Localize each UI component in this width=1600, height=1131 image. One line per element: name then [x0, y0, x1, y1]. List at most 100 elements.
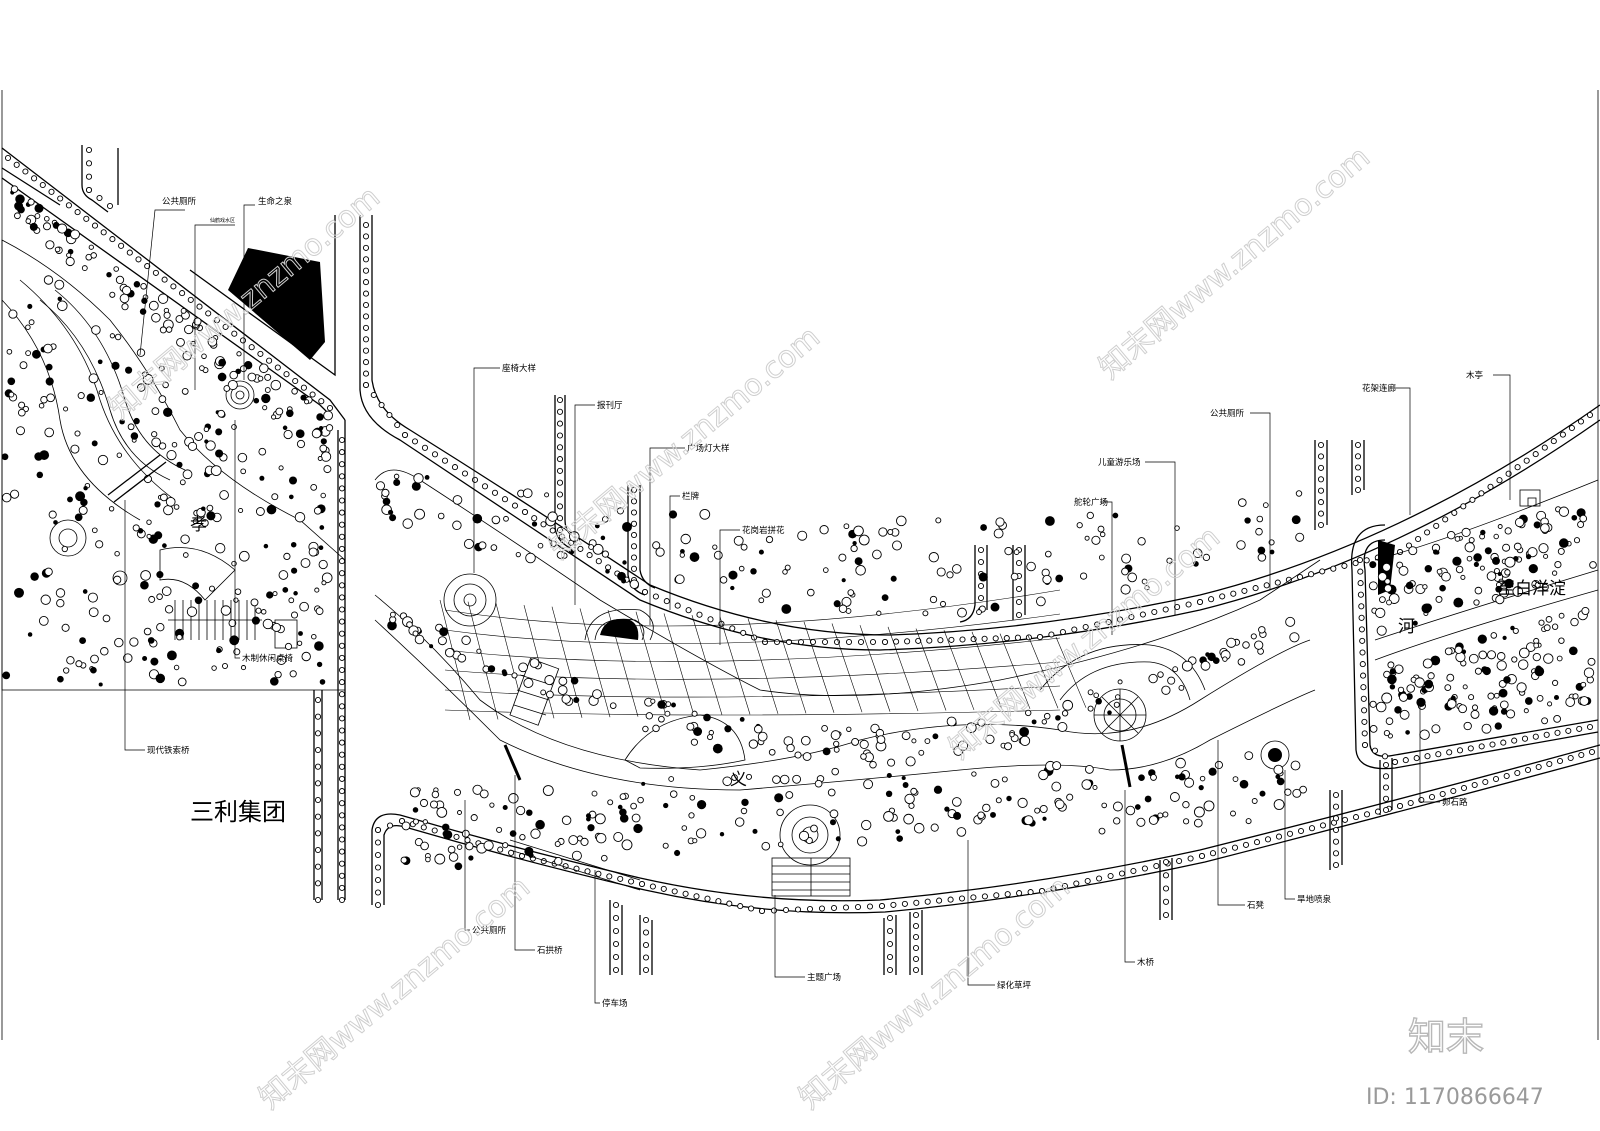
- paving-grid-line: [444, 661, 1061, 680]
- tree-symbol: [896, 835, 903, 842]
- tree-symbol: [1451, 509, 1458, 516]
- tree-symbol: [194, 432, 204, 441]
- tree-symbol: [362, 301, 370, 309]
- tree-symbol: [800, 735, 811, 746]
- tree-symbol: [173, 504, 180, 510]
- label-seat-detail: 座椅大样: [502, 363, 537, 374]
- tree-symbol: [370, 391, 377, 399]
- tree-symbol: [1093, 692, 1100, 699]
- tree-symbol: [113, 575, 122, 584]
- tree-symbol: [664, 710, 671, 717]
- tree-symbol: [758, 907, 766, 915]
- tree-symbol: [685, 607, 692, 614]
- tree-symbol: [502, 670, 508, 677]
- tree-symbol: [1468, 537, 1475, 544]
- tree-symbol: [1258, 626, 1266, 634]
- tree-symbol: [695, 828, 707, 839]
- tree-symbol: [1141, 865, 1148, 872]
- tree-symbol: [798, 830, 810, 842]
- tree-symbol: [1586, 411, 1594, 419]
- tree-symbol: [738, 565, 745, 572]
- tree-symbol: [139, 308, 147, 315]
- tree-symbol: [180, 534, 190, 544]
- tree-symbol: [1059, 628, 1066, 636]
- tree-symbol: [703, 713, 711, 722]
- tree-symbol: [1554, 729, 1561, 736]
- tree-symbol: [228, 619, 237, 627]
- middle-park-trees: [375, 473, 1307, 871]
- label-railing: 栏牌: [682, 491, 700, 502]
- tree-symbol: [270, 677, 279, 686]
- tree-symbol: [79, 637, 87, 645]
- tree-symbol: [98, 390, 104, 395]
- tree-symbol: [1148, 815, 1159, 825]
- tree-symbol: [1397, 686, 1405, 694]
- tree-symbol: [1162, 898, 1170, 905]
- tree-symbol: [151, 431, 158, 438]
- tree-symbol: [176, 633, 183, 641]
- tree-symbol: [619, 814, 629, 823]
- tree-symbol: [1285, 576, 1292, 583]
- tree-symbol: [1572, 693, 1579, 700]
- tree-symbol: [258, 447, 267, 456]
- tree-symbol: [1317, 441, 1325, 449]
- tree-symbol: [1116, 616, 1124, 623]
- tree-symbol: [887, 758, 896, 767]
- tree-symbol: [314, 587, 320, 593]
- tree-symbol: [547, 511, 558, 522]
- tree-symbol: [1506, 709, 1516, 719]
- tree-symbol: [259, 363, 269, 374]
- tree-symbol: [215, 428, 223, 436]
- tree-symbol: [630, 565, 638, 572]
- tree-symbol: [806, 905, 814, 913]
- tree-symbol: [554, 857, 563, 866]
- tree-symbol: [295, 429, 305, 439]
- tree-symbol: [1112, 512, 1119, 519]
- tree-symbol: [1496, 660, 1507, 671]
- tree-symbol: [1579, 514, 1588, 523]
- tree-symbol: [1097, 525, 1105, 533]
- tree-symbol: [1043, 712, 1051, 720]
- tree-symbol: [622, 521, 632, 532]
- tree-symbol: [1543, 731, 1550, 738]
- tree-symbol: [674, 602, 681, 609]
- tree-symbol: [1317, 510, 1325, 517]
- tree-symbol: [1374, 808, 1382, 815]
- tree-symbol: [1468, 653, 1479, 664]
- tree-symbol: [1382, 562, 1392, 572]
- tree-symbol: [531, 515, 538, 522]
- tree-symbol: [1424, 753, 1431, 760]
- tree-symbol: [217, 409, 226, 418]
- tree-symbol: [508, 793, 519, 804]
- tree-symbol: [179, 290, 186, 297]
- tree-symbol: [1236, 540, 1246, 550]
- tree-symbol: [111, 361, 120, 370]
- label-spring-of-life: 生命之泉: [258, 196, 293, 207]
- tree-symbol: [1514, 769, 1521, 777]
- tree-symbol: [519, 834, 526, 841]
- tree-symbol: [314, 863, 322, 870]
- tree-symbol: [338, 860, 346, 867]
- tree-symbol: [1369, 700, 1377, 708]
- tree-symbol: [16, 426, 25, 436]
- tree-symbol: [761, 841, 771, 851]
- tree-symbol: [642, 929, 650, 936]
- tree-symbol: [261, 393, 271, 404]
- tree-symbol: [1406, 684, 1415, 693]
- tree-symbol: [1503, 772, 1510, 780]
- tree-symbol: [630, 498, 638, 505]
- tree-symbol: [1359, 649, 1366, 656]
- tree-symbol: [861, 819, 872, 831]
- tree-symbol: [774, 793, 784, 803]
- tree-symbol: [515, 805, 526, 816]
- tree-symbol: [1244, 751, 1254, 760]
- tree-symbol: [1503, 676, 1511, 684]
- tree-symbol: [612, 940, 620, 948]
- tree-symbol: [893, 638, 900, 645]
- tree-symbol: [443, 830, 453, 840]
- tree-symbol: [471, 476, 479, 483]
- tree-symbol: [537, 542, 544, 549]
- tree-symbol: [362, 336, 370, 343]
- tree-symbol: [1494, 722, 1502, 730]
- tree-symbol: [1583, 667, 1595, 678]
